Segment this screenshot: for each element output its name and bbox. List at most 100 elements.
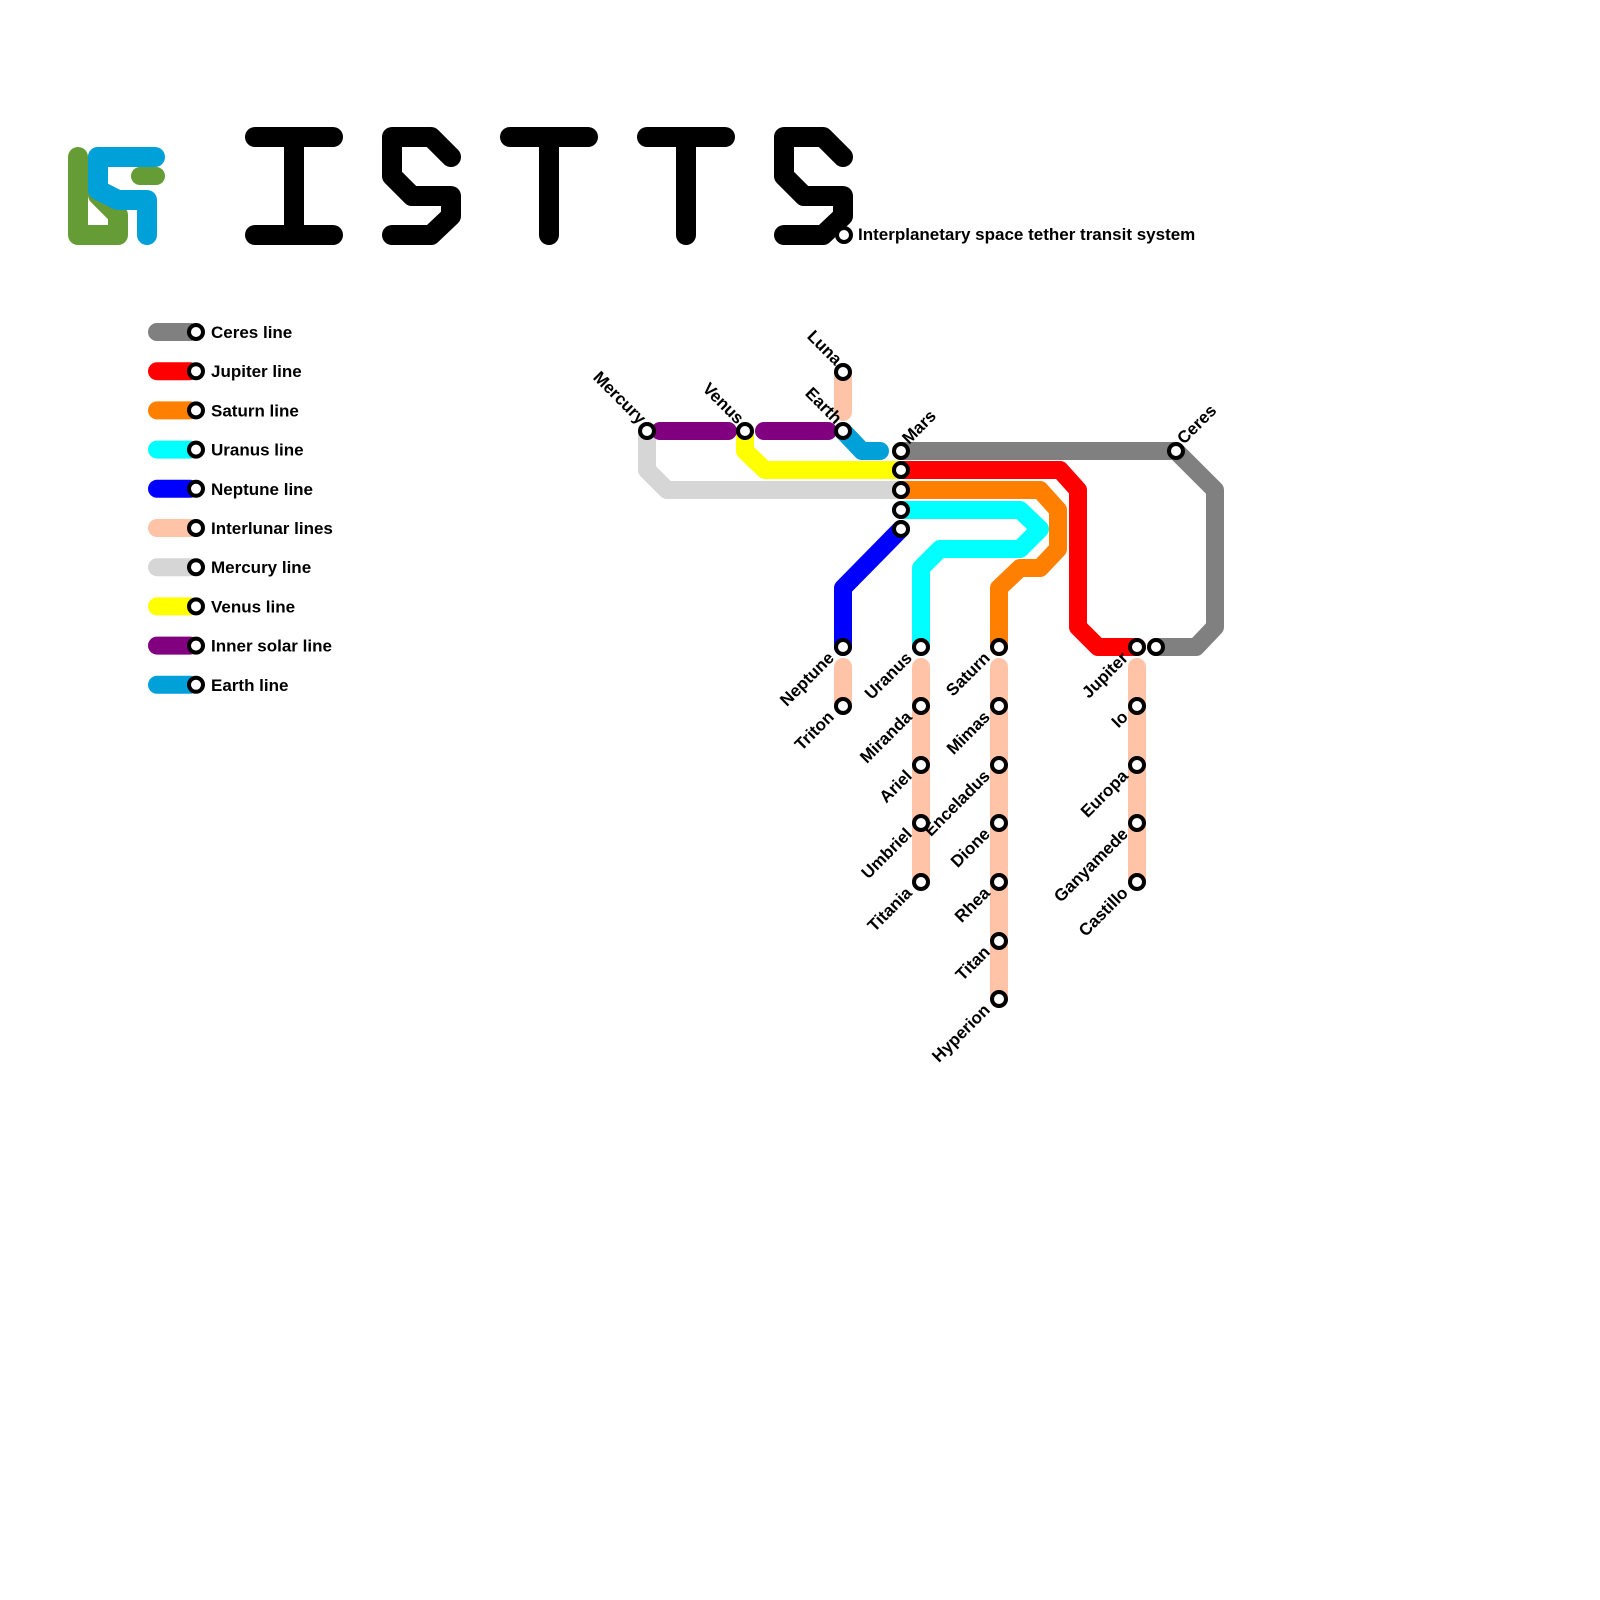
- station-icon[interactable]: [834, 638, 852, 656]
- station-icon[interactable]: [834, 422, 852, 440]
- saturn-line-segment: [892, 481, 1067, 656]
- neptune-line-segment: [834, 520, 910, 656]
- ceres-line-segment: [892, 442, 1224, 656]
- legend-station-icon: [187, 440, 205, 459]
- station-icon[interactable]: [912, 697, 930, 715]
- legend-label: Venus line: [211, 597, 295, 616]
- station-icon[interactable]: [912, 873, 930, 891]
- station-label: Saturn: [942, 648, 994, 700]
- station-icon[interactable]: [1128, 814, 1146, 832]
- legend-station-icon: [187, 636, 205, 655]
- earth-line-segment: [834, 422, 889, 460]
- legend-station-icon: [187, 597, 205, 616]
- venus-line-segment: [736, 422, 910, 479]
- legend-label: Neptune line: [211, 480, 313, 499]
- istts-logo: [68, 127, 853, 245]
- legend-station-icon: [187, 323, 205, 341]
- legend-item: Inner solar line: [148, 636, 332, 656]
- station-icon[interactable]: [638, 422, 656, 440]
- interchange-station-icon[interactable]: [1147, 638, 1165, 656]
- station-label: Neptune: [776, 648, 838, 710]
- legend-item: Uranus line: [148, 440, 304, 460]
- legend-item: Venus line: [148, 597, 295, 616]
- station-icon[interactable]: [990, 638, 1008, 656]
- station-icon[interactable]: [990, 814, 1008, 832]
- station-label: Ceres: [1173, 401, 1220, 448]
- subtitle-text: Interplanetary space tether transit syst…: [858, 225, 1195, 244]
- station-label: Mimas: [943, 707, 994, 758]
- station-label: Hyperion: [928, 1000, 994, 1066]
- station-icon[interactable]: [990, 697, 1008, 715]
- legend-station-icon: [187, 519, 205, 537]
- legend-label: Jupiter line: [211, 362, 302, 381]
- subtitle-station-icon: [835, 226, 853, 244]
- station-hyperion[interactable]: Hyperion: [928, 990, 1008, 1066]
- legend-item: Jupiter line: [148, 362, 302, 381]
- route-lines: [638, 363, 1224, 1008]
- station-titania[interactable]: Titania: [864, 873, 930, 935]
- station-mercury[interactable]: Mercury: [589, 368, 656, 440]
- station-label: Jupiter: [1078, 648, 1132, 702]
- station-label: Ariel: [876, 766, 916, 806]
- logo-mark: [68, 147, 165, 245]
- station-icon[interactable]: [990, 873, 1008, 891]
- station-icon[interactable]: [834, 363, 852, 381]
- station-label: Europa: [1077, 766, 1132, 821]
- station-icon[interactable]: [912, 756, 930, 774]
- logo-wordmark: [245, 127, 853, 245]
- legend-item: Neptune line: [148, 479, 313, 499]
- station-icon[interactable]: [1128, 756, 1146, 774]
- legend-label: Interlunar lines: [211, 519, 333, 538]
- interchange-station-icon[interactable]: [892, 461, 910, 479]
- station-label: Dione: [947, 824, 994, 871]
- legend-station-icon: [187, 362, 205, 381]
- station-icon[interactable]: [912, 814, 930, 832]
- uranus-line-segment: [892, 501, 1049, 656]
- legend-label: Mercury line: [211, 558, 311, 577]
- station-label: Miranda: [856, 707, 916, 767]
- station-icon[interactable]: [990, 990, 1008, 1008]
- station-label: Mercury: [589, 368, 650, 429]
- legend-label: Saturn line: [211, 401, 299, 420]
- station-label: Titania: [864, 883, 916, 935]
- interchange-station-icon[interactable]: [892, 501, 910, 519]
- station-ceres[interactable]: Ceres: [1167, 401, 1220, 460]
- legend-item: Ceres line: [148, 323, 292, 342]
- station-icon[interactable]: [1128, 873, 1146, 891]
- station-label: Uranus: [861, 648, 916, 703]
- station-icon[interactable]: [912, 638, 930, 656]
- legend-station-icon: [187, 479, 205, 498]
- station-icon[interactable]: [834, 697, 852, 715]
- station-castillo[interactable]: Castillo: [1075, 873, 1146, 940]
- station-label: Titan: [952, 942, 994, 984]
- station-luna[interactable]: Luna: [803, 327, 852, 381]
- station-label: Venus: [699, 379, 748, 428]
- station-label: Triton: [791, 707, 838, 754]
- legend-label: Earth line: [211, 676, 288, 695]
- legend-item: Mercury line: [148, 558, 311, 577]
- subtitle: Interplanetary space tether transit syst…: [835, 225, 1195, 244]
- legend-station-icon: [187, 675, 205, 694]
- interchange-station-icon[interactable]: [892, 520, 910, 538]
- legend-item: Interlunar lines: [148, 519, 333, 538]
- station-icon[interactable]: [736, 422, 754, 440]
- interchange-station-icon[interactable]: [892, 481, 910, 499]
- jupiter-line-segment: [892, 461, 1146, 656]
- station-label: Umbriel: [858, 824, 916, 882]
- station-icon[interactable]: [892, 442, 910, 460]
- station-icon[interactable]: [1167, 442, 1185, 460]
- station-label: Mars: [898, 406, 939, 447]
- station-icon[interactable]: [990, 932, 1008, 950]
- station-icon[interactable]: [1128, 638, 1146, 656]
- mercury-line-segment: [638, 422, 910, 499]
- legend-item: Earth line: [148, 675, 288, 695]
- station-label: Luna: [803, 327, 846, 370]
- station-icon[interactable]: [990, 756, 1008, 774]
- station-label: Rhea: [951, 883, 994, 926]
- station-icon[interactable]: [1128, 697, 1146, 715]
- legend-label: Inner solar line: [211, 637, 332, 656]
- station-triton[interactable]: Triton: [791, 697, 852, 754]
- legend-label: Ceres line: [211, 323, 292, 342]
